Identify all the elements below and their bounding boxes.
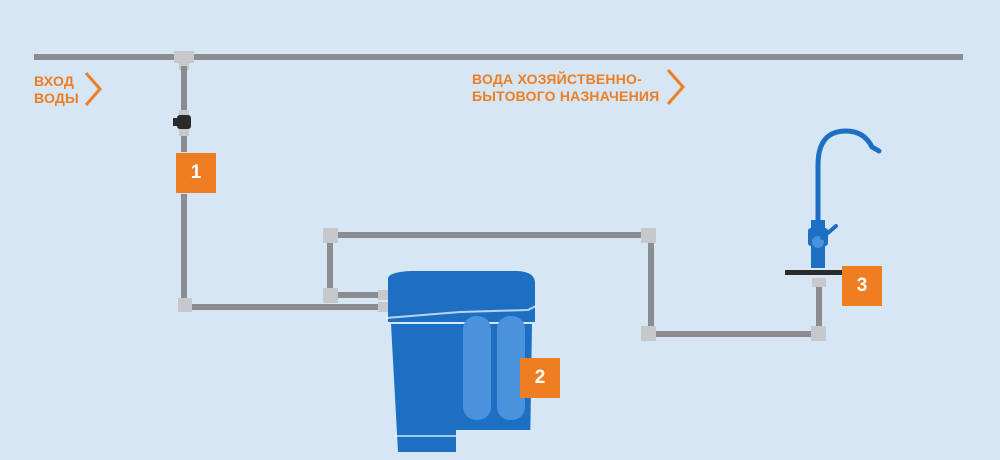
filter-loop-pipe xyxy=(327,232,822,337)
countertop xyxy=(785,270,845,275)
valve-badge: 1 xyxy=(176,153,216,193)
domestic-water-label: ВОДА ХОЗЯЙСТВЕННО- БЫТОВОГО НАЗНАЧЕНИЯ xyxy=(472,71,659,105)
filter-unit-icon xyxy=(385,271,537,460)
faucet-badge: 3 xyxy=(842,266,882,306)
inlet-label-line2: ВОДЫ xyxy=(34,90,79,106)
loop-fittings xyxy=(323,228,826,341)
inlet-label: ВХОД ВОДЫ xyxy=(34,73,79,107)
faucet-icon xyxy=(808,128,882,268)
inlet-arrow-chevron-icon xyxy=(84,72,102,106)
ball-valve-icon xyxy=(173,110,191,136)
domestic-arrow-chevron-icon xyxy=(666,69,686,105)
filter-badge: 2 xyxy=(520,358,560,398)
domestic-label-line2: БЫТОВОГО НАЗНАЧЕНИЯ xyxy=(472,88,660,104)
inlet-label-line1: ВХОД xyxy=(34,73,75,89)
elbow-fitting xyxy=(178,298,192,312)
feed-pipe xyxy=(181,66,386,310)
domestic-label-line1: ВОДА ХОЗЯЙСТВЕННО- xyxy=(472,71,642,87)
